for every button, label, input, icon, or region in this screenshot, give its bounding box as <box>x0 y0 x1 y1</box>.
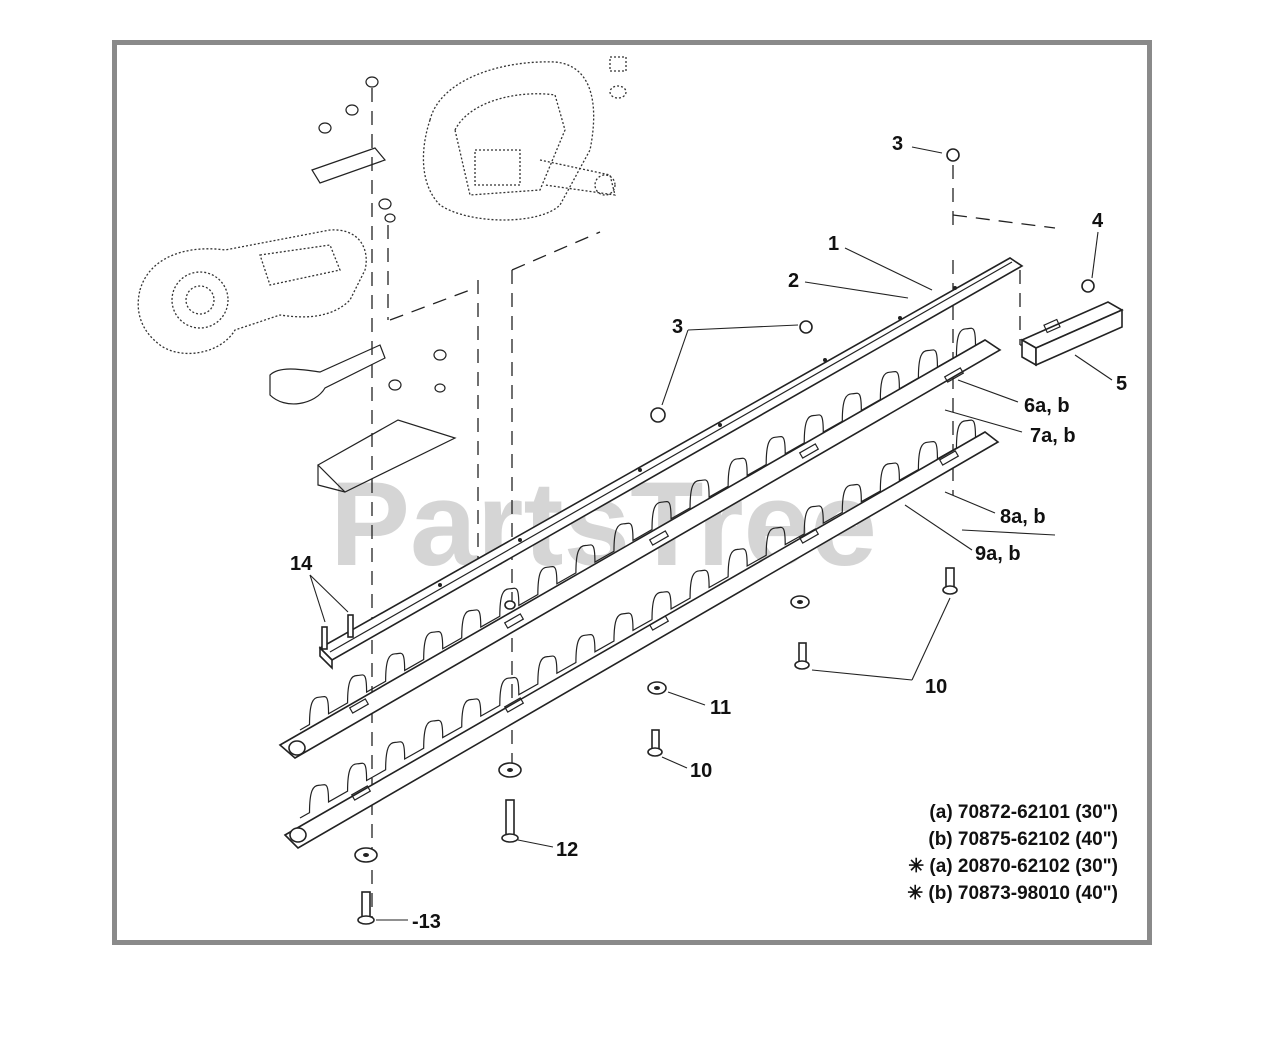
lower-cutter-blade <box>283 419 1000 850</box>
legend-line-1: (a) 70872-62101 (30") <box>929 802 1118 823</box>
diagram-frame <box>112 40 1152 945</box>
callout-3-mid: 3 <box>672 316 683 338</box>
legend-line-2: (b) 70875-62102 (40") <box>928 829 1118 850</box>
hardware-items <box>321 148 1095 925</box>
callout-5: 5 <box>1116 373 1127 395</box>
leader-lines <box>309 146 1113 921</box>
upper-bracket-parts <box>269 76 457 493</box>
callout-9: 9a, b <box>975 543 1021 565</box>
callout-2: 2 <box>788 270 799 292</box>
square-tube-part <box>1020 301 1124 367</box>
callout-8: 8a, b <box>1000 506 1046 528</box>
callout-4: 4 <box>1092 210 1104 232</box>
callout-13: -13 <box>412 911 441 933</box>
callout-labels: 1 2 3 3 4 5 6a, b 7a, b 8a, b 9a, b 10 1… <box>290 133 1127 933</box>
callout-10-right: 10 <box>925 676 947 698</box>
upper-cutter-blade <box>278 327 1002 759</box>
callout-12: 12 <box>556 839 578 861</box>
callout-11: 11 <box>710 697 731 719</box>
legend-line-3: ✳ (a) 20870-62102 (30") <box>908 856 1118 877</box>
callout-7: 7a, b <box>1030 425 1076 447</box>
part-number-legend: (a) 70872-62101 (30") (b) 70875-62102 (4… <box>907 802 1118 904</box>
blade-support-bar <box>318 257 1024 670</box>
clutch-drum-sketch <box>137 229 367 355</box>
callout-10-lower: 10 <box>690 760 712 782</box>
callout-6: 6a, b <box>1024 395 1070 417</box>
callout-3-top: 3 <box>892 133 903 155</box>
callout-1: 1 <box>828 233 839 255</box>
gearbox-housing-sketch <box>422 56 627 221</box>
legend-line-4: ✳ (b) 70873-98010 (40") <box>907 883 1118 904</box>
callout-14: 14 <box>290 553 313 575</box>
